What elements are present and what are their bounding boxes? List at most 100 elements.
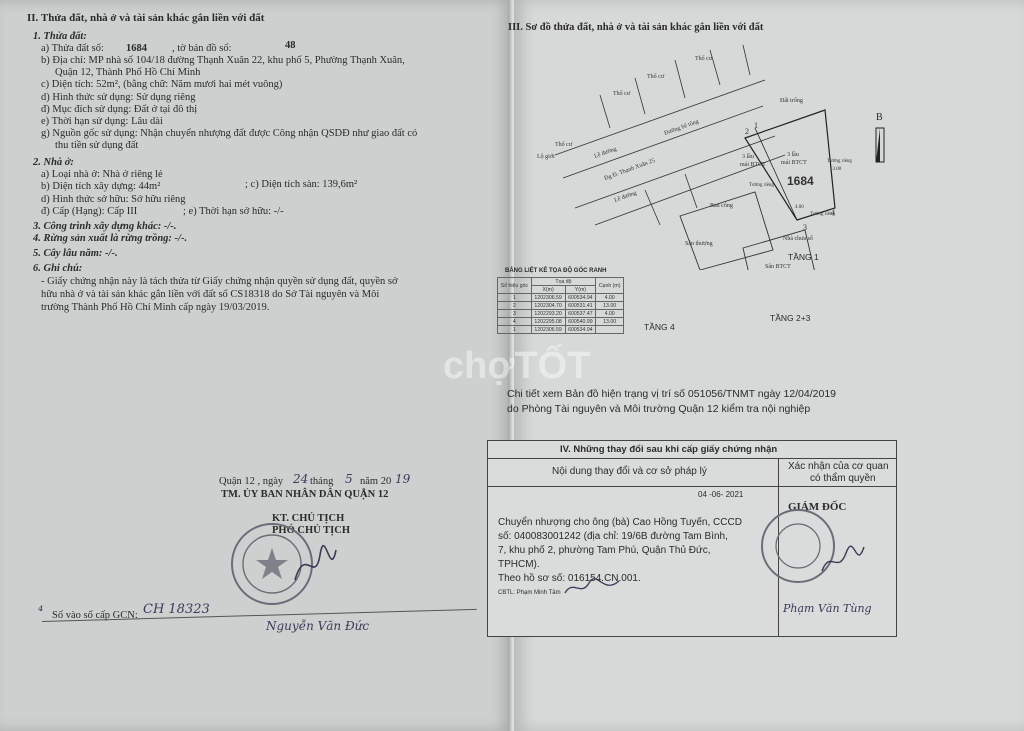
col-y: Y(m) [564,285,597,294]
change-line3: 7, khu phố 2, phường Tam Phú, Quận Thủ Đ… [498,545,711,556]
left-page: II. Thửa đất, nhà ở và tài sản khác gắn … [0,0,512,731]
note-line2: hữu nhà ở và tài sản khác gắn liền với đ… [41,289,380,300]
signer-name: Nguyễn Văn Đức [266,619,370,633]
change-line5: Theo hồ sơ số: 016154.CN.001. [498,573,641,584]
dimension-13m: 13.00 [830,167,842,172]
le-duong-label-1: Lề đường [593,145,617,160]
san-thuong-label: Sân thượng [685,241,713,247]
change-line2: số: 040083001242 (địa chỉ: 19/6B đường T… [498,531,728,542]
vice-chairman-signature [294,545,337,581]
le-duong-label-2: Lề đường [613,189,637,204]
san-btct-label: Sân BTCT [765,264,791,270]
clerk-signature [564,578,620,594]
production-forest: 4. Rừng sản xuất là rừng trồng: -/-. [33,233,188,244]
changes-title: IV. Những thay đổi sau khi cấp giấy chứn… [560,444,778,455]
tho-cu-label-1: Thổ cư [647,73,665,80]
tuong-rieng-label-1: Tường riêng [827,159,852,164]
table-cell: 2 [497,301,532,310]
house-floor-area: ; c) Diện tích sàn: 139,6m² [245,179,358,190]
section-3-title: III. Sơ đồ thửa đất, nhà ở và tài sản kh… [508,22,764,33]
map-sheet-label: , tờ bản đồ số: [172,43,232,54]
director-name: Phạm Văn Tùng [783,602,872,615]
land-header: 1. Thửa đất: [33,31,87,42]
land-origin-line1: g) Nguồn gốc sử dụng: Nhận chuyển nhượng… [41,128,418,139]
change-stamp-date: 04 -06- 2021 [698,490,744,499]
issue-year: 19 [395,472,411,486]
dimension-4m: 4.00 [795,205,804,210]
table-cell: 600534.94 [564,325,597,334]
watermark-logo: chợTỐT [443,345,591,387]
changes-header-divider [488,486,896,487]
changes-col-confirm-2: có thẩm quyền [810,473,876,484]
coordinate-table-title: BẢNG LIỆT KÊ TỌA ĐỘ GÓC RANH [505,268,607,274]
detail-reference-line1: Chi tiết xem Bản đồ hiện trạng vị trí số… [507,388,836,400]
corner-point-4: 4 [831,208,835,217]
changes-column-divider [778,458,779,636]
changes-col-content: Nội dung thay đổi và cơ sở pháp lý [552,466,707,477]
corner-point-2: 2 [745,127,749,136]
tho-cu-label-4: Thổ cư [555,141,573,148]
tuong-rieng-label-2: Tường riêng [749,183,774,188]
corner-point-1: 1 [754,121,758,130]
detail-reference-line2: do Phòng Tài nguyên và Môi trường Quận 1… [507,403,811,415]
change-line4: TPHCM). [498,559,540,570]
land-parcel-number: 1684 [126,43,147,54]
table-cell: 1202306.59 [530,293,566,302]
issue-year-label: năm 20 [360,476,392,487]
three-floors-label: 3 lầu [787,151,799,158]
nha-chua-so-label: Nhà chưa số [783,235,813,242]
tho-cu-label-3: Thổ cư [695,55,713,62]
table-cell [595,325,624,334]
signer-role-2: PHÓ CHỦ TỊCH [272,525,350,536]
department-seal-stamp [761,509,835,583]
note-line3: trường Thành Phố Hồ Chí Minh cấp ngày 19… [41,302,270,313]
issuing-organization: TM. ỦY BAN NHÂN DÂN QUẬN 12 [221,489,389,500]
tho-cu-label-2: Thổ cư [613,90,631,97]
table-cell: 600531.41 [564,301,597,310]
director-signature [821,545,865,572]
col-x: X(m) [530,285,566,294]
house-build-area: b) Diện tích xây dựng: 44m² [41,181,161,192]
table-cell: 600534.94 [564,293,597,302]
table-cell: 4.00 [595,309,624,318]
table-cell: 1202304.70 [530,301,566,310]
issue-month: 5 [345,472,353,486]
table-cell: 1202306.59 [530,325,566,334]
note-header: 6. Ghi chú: [33,263,83,274]
registry-label: Số vào sổ cấp GCN: [52,610,138,621]
table-cell: 600540.99 [564,317,597,326]
clerk-name: CBTL: Phạm Minh Tâm [498,590,561,596]
land-address-line2: Quận 12, Thành Phố Hồ Chí Minh [55,67,201,78]
issue-day: 24 [293,472,309,486]
dat-trong-label: Đất trống [780,97,803,104]
floor-1-label: TẦNG 1 [788,252,819,262]
col-corner-id: Số hiệu góc [497,277,532,294]
lo-gioi-label: Lộ giới [537,154,555,160]
table-cell: 1202293.20 [530,309,566,318]
note-line1: - Giấy chứng nhận này là tách thửa từ Gi… [41,276,398,287]
street-name-label: Đg Đ. Thạnh Xuân 25 [604,158,656,182]
floor-2-3-label: TẦNG 2+3 [770,313,811,323]
land-area: c) Diện tích: 52m², (bằng chữ: Năm mươi … [41,79,283,90]
table-cell: 600537.47 [564,309,597,318]
changes-col-confirm-1: Xác nhận của cơ quan [788,461,889,472]
parcel-number-on-map: 1684 [787,174,814,188]
registry-mark-icon: ⁴ [38,604,44,619]
land-usage-purpose: đ) Mục đích sử dụng: Đất ở tại đô thị [41,104,198,115]
changes-section: IV. Những thay đổi sau khi cấp giấy chứn… [487,440,897,637]
official-seal-stamp [231,523,313,605]
compass-north: B [876,112,883,123]
section-2-title: II. Thửa đất, nhà ở và tài sản khác gắn … [27,12,265,24]
three-floors-label-2: 3 lầu [742,153,754,160]
map-sheet-number: 48 [285,40,296,51]
changes-row-divider [488,458,896,459]
land-origin-line2: thu tiền sử dụng đất [55,140,139,151]
other-construction: 3. Công trình xây dựng khác: -/-. [33,221,177,232]
table-cell: 13.00 [595,317,624,326]
